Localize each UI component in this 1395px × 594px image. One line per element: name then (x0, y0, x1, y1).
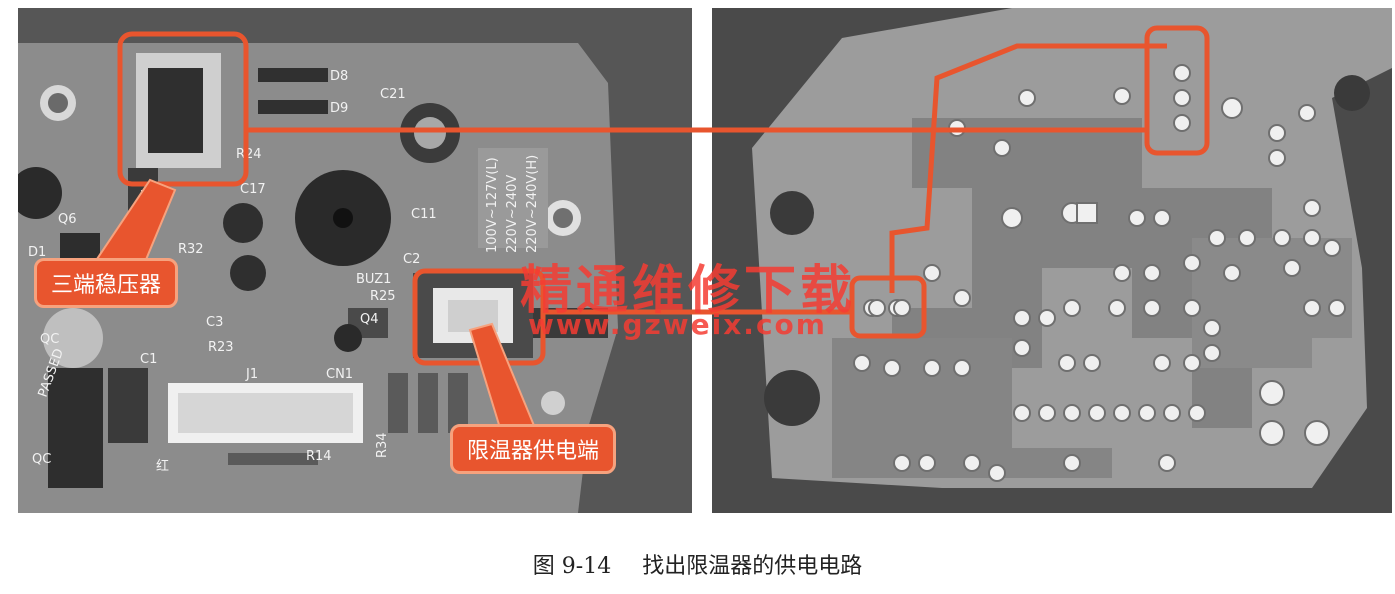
regulator-pins-highlight-box (1144, 25, 1210, 156)
silk-buz1: BUZ1 (356, 272, 391, 287)
silk-u3: U3 (140, 189, 158, 204)
silk-c3: C3 (206, 315, 223, 330)
silk-d9: D9 (330, 101, 348, 116)
silk-d1: D1 (28, 245, 46, 260)
silk-cn1: CN1 (326, 367, 353, 382)
silk-voltage-2: 220V~240V (505, 175, 520, 253)
silk-voltage-1: 100V~127V(L) (485, 157, 500, 253)
silk-red: 红 (156, 458, 169, 474)
silk-qc2: QC (32, 452, 51, 467)
watermark-text: 精通维修下载 (520, 260, 857, 321)
silk-r14: R14 (306, 449, 332, 464)
silk-c17: C17 (240, 182, 266, 197)
silk-j1: J1 (245, 367, 258, 382)
silk-d8: D8 (330, 69, 348, 84)
silk-c1: C1 (140, 352, 157, 367)
silk-r25: R25 (370, 289, 396, 304)
silk-c11: C11 (411, 207, 437, 222)
silk-r32: R32 (178, 242, 204, 257)
watermark-url: www.gzweix.com (528, 308, 827, 341)
pcb-solder-side-photo (712, 8, 1392, 513)
silk-r24: R24 (236, 147, 262, 162)
figure-title: 找出限温器的供电电路 (642, 554, 863, 579)
silk-q6: Q6 (58, 212, 77, 227)
thermostat-pins-highlight-box (849, 275, 927, 339)
silk-qc1: QC (40, 332, 59, 347)
figure-caption: 图 9-14 找出限温器的供电电路 (0, 548, 1395, 580)
callout-three-terminal-regulator: 三端稳压器 (34, 258, 179, 308)
silk-r34: R34 (375, 432, 390, 458)
figure-number: 图 9-14 (532, 554, 612, 579)
silk-r23: R23 (208, 340, 234, 355)
callout-thermostat-supply-terminal: 限温器供电端 (450, 424, 617, 474)
silk-c2: C2 (403, 252, 420, 267)
traced-supply-path (889, 43, 1167, 293)
regulator-highlight-box (117, 31, 249, 187)
silk-c21: C21 (380, 87, 406, 102)
silk-voltage-3: 220V~240V(H) (525, 155, 540, 253)
silk-q4: Q4 (360, 312, 379, 327)
